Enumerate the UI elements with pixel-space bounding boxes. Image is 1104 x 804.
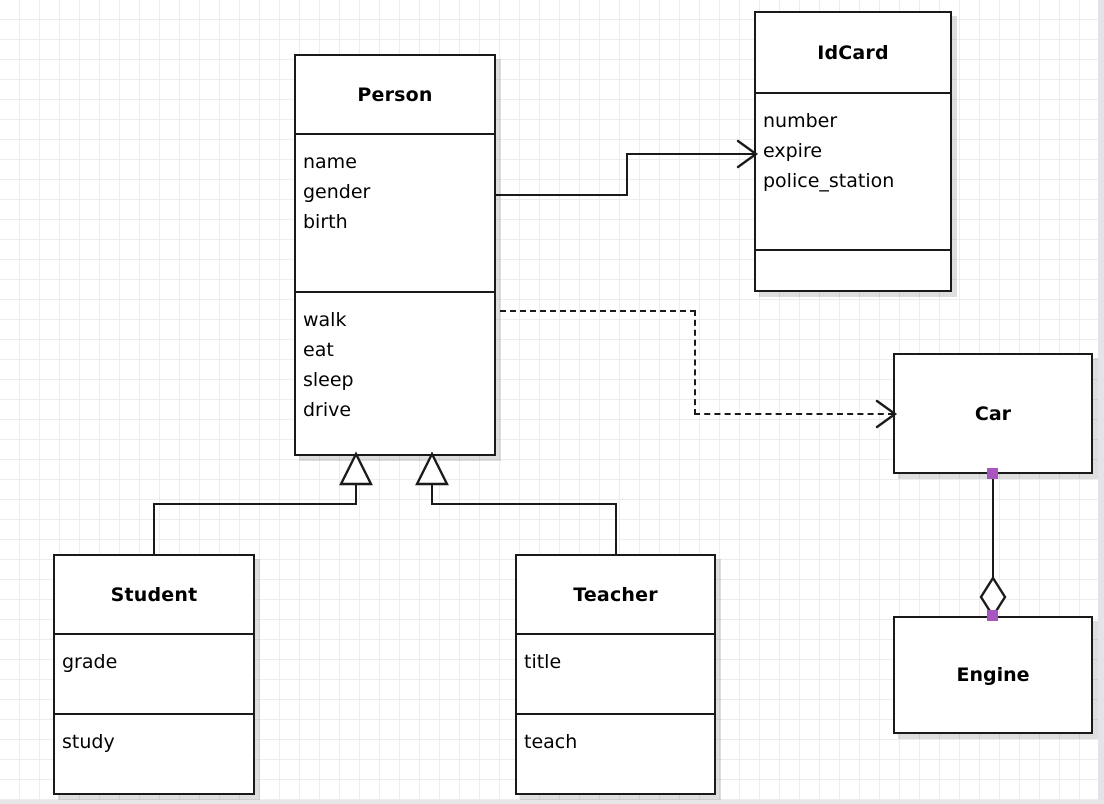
class-attributes-idcard: number expire police_station xyxy=(756,92,950,249)
canvas-bottom-edge xyxy=(0,800,1104,804)
attribute-row: number xyxy=(763,110,838,132)
attribute-row: gender xyxy=(303,181,371,203)
class-title-car: Car xyxy=(974,402,1012,425)
dependency-person-car-segment-1[interactable] xyxy=(500,310,696,312)
class-box-engine[interactable]: Engine xyxy=(893,616,1093,734)
attribute-row: title xyxy=(524,651,562,673)
class-operations-student: study xyxy=(55,713,253,793)
dependency-person-car-segment-3[interactable] xyxy=(694,413,894,415)
class-box-person[interactable]: Person name gender birth walk eat sleep … xyxy=(294,54,496,456)
attribute-row: grade xyxy=(62,651,118,673)
class-operations-teacher: teach xyxy=(517,713,714,793)
attribute-row: birth xyxy=(303,211,348,233)
assoc-person-idcard-segment-2[interactable] xyxy=(626,153,628,196)
operation-row: walk xyxy=(303,309,347,331)
class-title-teacher: Teacher xyxy=(573,583,658,606)
class-title-idcard: IdCard xyxy=(817,41,889,64)
generalization-student-segment-horizontal[interactable] xyxy=(153,503,357,505)
class-attributes-student: grade xyxy=(55,633,253,713)
class-title-person: Person xyxy=(357,83,433,106)
operation-row: sleep xyxy=(303,369,354,391)
canvas-right-edge xyxy=(1098,0,1104,804)
operation-row: eat xyxy=(303,339,334,361)
class-attributes-person: name gender birth xyxy=(296,133,494,291)
assoc-person-idcard-segment-3[interactable] xyxy=(626,153,754,155)
class-box-teacher[interactable]: Teacher title teach xyxy=(515,554,716,795)
class-box-car[interactable]: Car xyxy=(893,353,1093,474)
assoc-person-idcard-segment-1[interactable] xyxy=(494,194,628,196)
generalization-student-segment-vertical-top[interactable] xyxy=(355,470,357,505)
attribute-row: name xyxy=(303,151,357,173)
attribute-row: police_station xyxy=(763,170,895,192)
generalization-teacher-segment-vertical-bottom[interactable] xyxy=(615,503,617,556)
operation-row: teach xyxy=(524,731,578,753)
operation-row: drive xyxy=(303,399,352,421)
dependency-person-car-segment-2[interactable] xyxy=(694,310,696,415)
generalization-student-segment-vertical-bottom[interactable] xyxy=(153,503,155,556)
operation-row: study xyxy=(62,731,115,753)
generalization-teacher-segment-horizontal[interactable] xyxy=(431,503,617,505)
class-operations-idcard xyxy=(756,249,950,290)
connector-handle-car-end[interactable] xyxy=(987,468,998,479)
class-box-idcard[interactable]: IdCard number expire police_station xyxy=(754,11,952,292)
generalization-teacher-segment-vertical-top[interactable] xyxy=(431,470,433,505)
class-title-engine: Engine xyxy=(956,664,1030,686)
class-box-student[interactable]: Student grade study xyxy=(53,554,255,795)
aggregation-car-engine-line[interactable] xyxy=(992,474,994,584)
class-operations-person: walk eat sleep drive xyxy=(296,291,494,454)
class-attributes-teacher: title xyxy=(517,633,714,713)
connector-handle-engine-end[interactable] xyxy=(987,610,998,621)
attribute-row: expire xyxy=(763,140,823,162)
class-title-student: Student xyxy=(110,583,198,606)
